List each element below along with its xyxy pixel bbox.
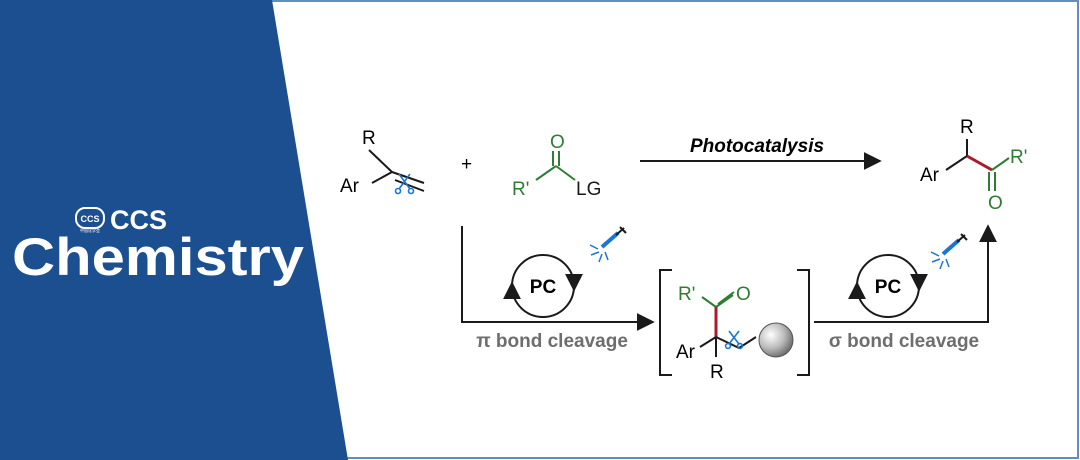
brand-title-big: Chemistry: [12, 228, 305, 287]
logo-badge-subtext: 中国化学会: [80, 227, 100, 233]
left-bracket: [659, 269, 672, 376]
scissors-icon: [724, 330, 744, 350]
acyl-lg-label: LG: [576, 179, 601, 200]
light-icon-right: [930, 233, 968, 270]
radical-intermediate: R' O Ar R: [659, 269, 810, 383]
brand-title-small: CCS: [110, 205, 167, 235]
pc-label-left: PC: [530, 277, 557, 298]
product-r-label: R: [960, 117, 974, 138]
alkene-r-label: R: [362, 128, 376, 149]
intermediate-rprime-label: R': [678, 284, 695, 305]
intermediate-ar-label: Ar: [676, 342, 696, 363]
new-cc-bond: [966, 154, 993, 172]
alkene-reactant: R Ar: [340, 128, 425, 197]
plus-sign: +: [461, 154, 472, 175]
pc-label-right: PC: [875, 277, 902, 298]
alkene-ar-label: Ar: [340, 176, 360, 197]
product-ar-label: Ar: [920, 165, 940, 186]
product-rprime-label: R': [1010, 147, 1027, 168]
right-bracket: [797, 269, 810, 376]
reaction-condition: Photocatalysis: [690, 136, 824, 157]
product-o-label: O: [988, 193, 1003, 214]
photocatalyst-cycle-left: PC: [503, 254, 583, 318]
sigma-bond-cleavage-label: σ bond cleavage: [829, 331, 979, 352]
intermediate-r-label: R: [710, 362, 724, 383]
sigma-cleavage-arrow: [814, 224, 997, 323]
pi-cleavage-arrow: [461, 226, 655, 331]
logo-badge-text: CCS: [80, 214, 99, 224]
pi-bond-cleavage-label: π bond cleavage: [476, 331, 628, 352]
scissors-icon: [394, 173, 415, 195]
ccs-logo-icon: CCS 中国化学会: [75, 207, 105, 233]
light-icon-left: [589, 226, 627, 263]
acyl-o-label: O: [550, 132, 565, 153]
brand-panel: [0, 0, 348, 460]
intermediate-o-label: O: [736, 284, 751, 305]
acyl-reactant: O R' LG: [512, 132, 601, 200]
radical-group-sphere: [758, 322, 794, 358]
photocatalyst-cycle-right: PC: [848, 254, 928, 318]
acyl-rprime-label: R': [512, 179, 529, 200]
ketone-product: R Ar R' O: [920, 117, 1027, 214]
